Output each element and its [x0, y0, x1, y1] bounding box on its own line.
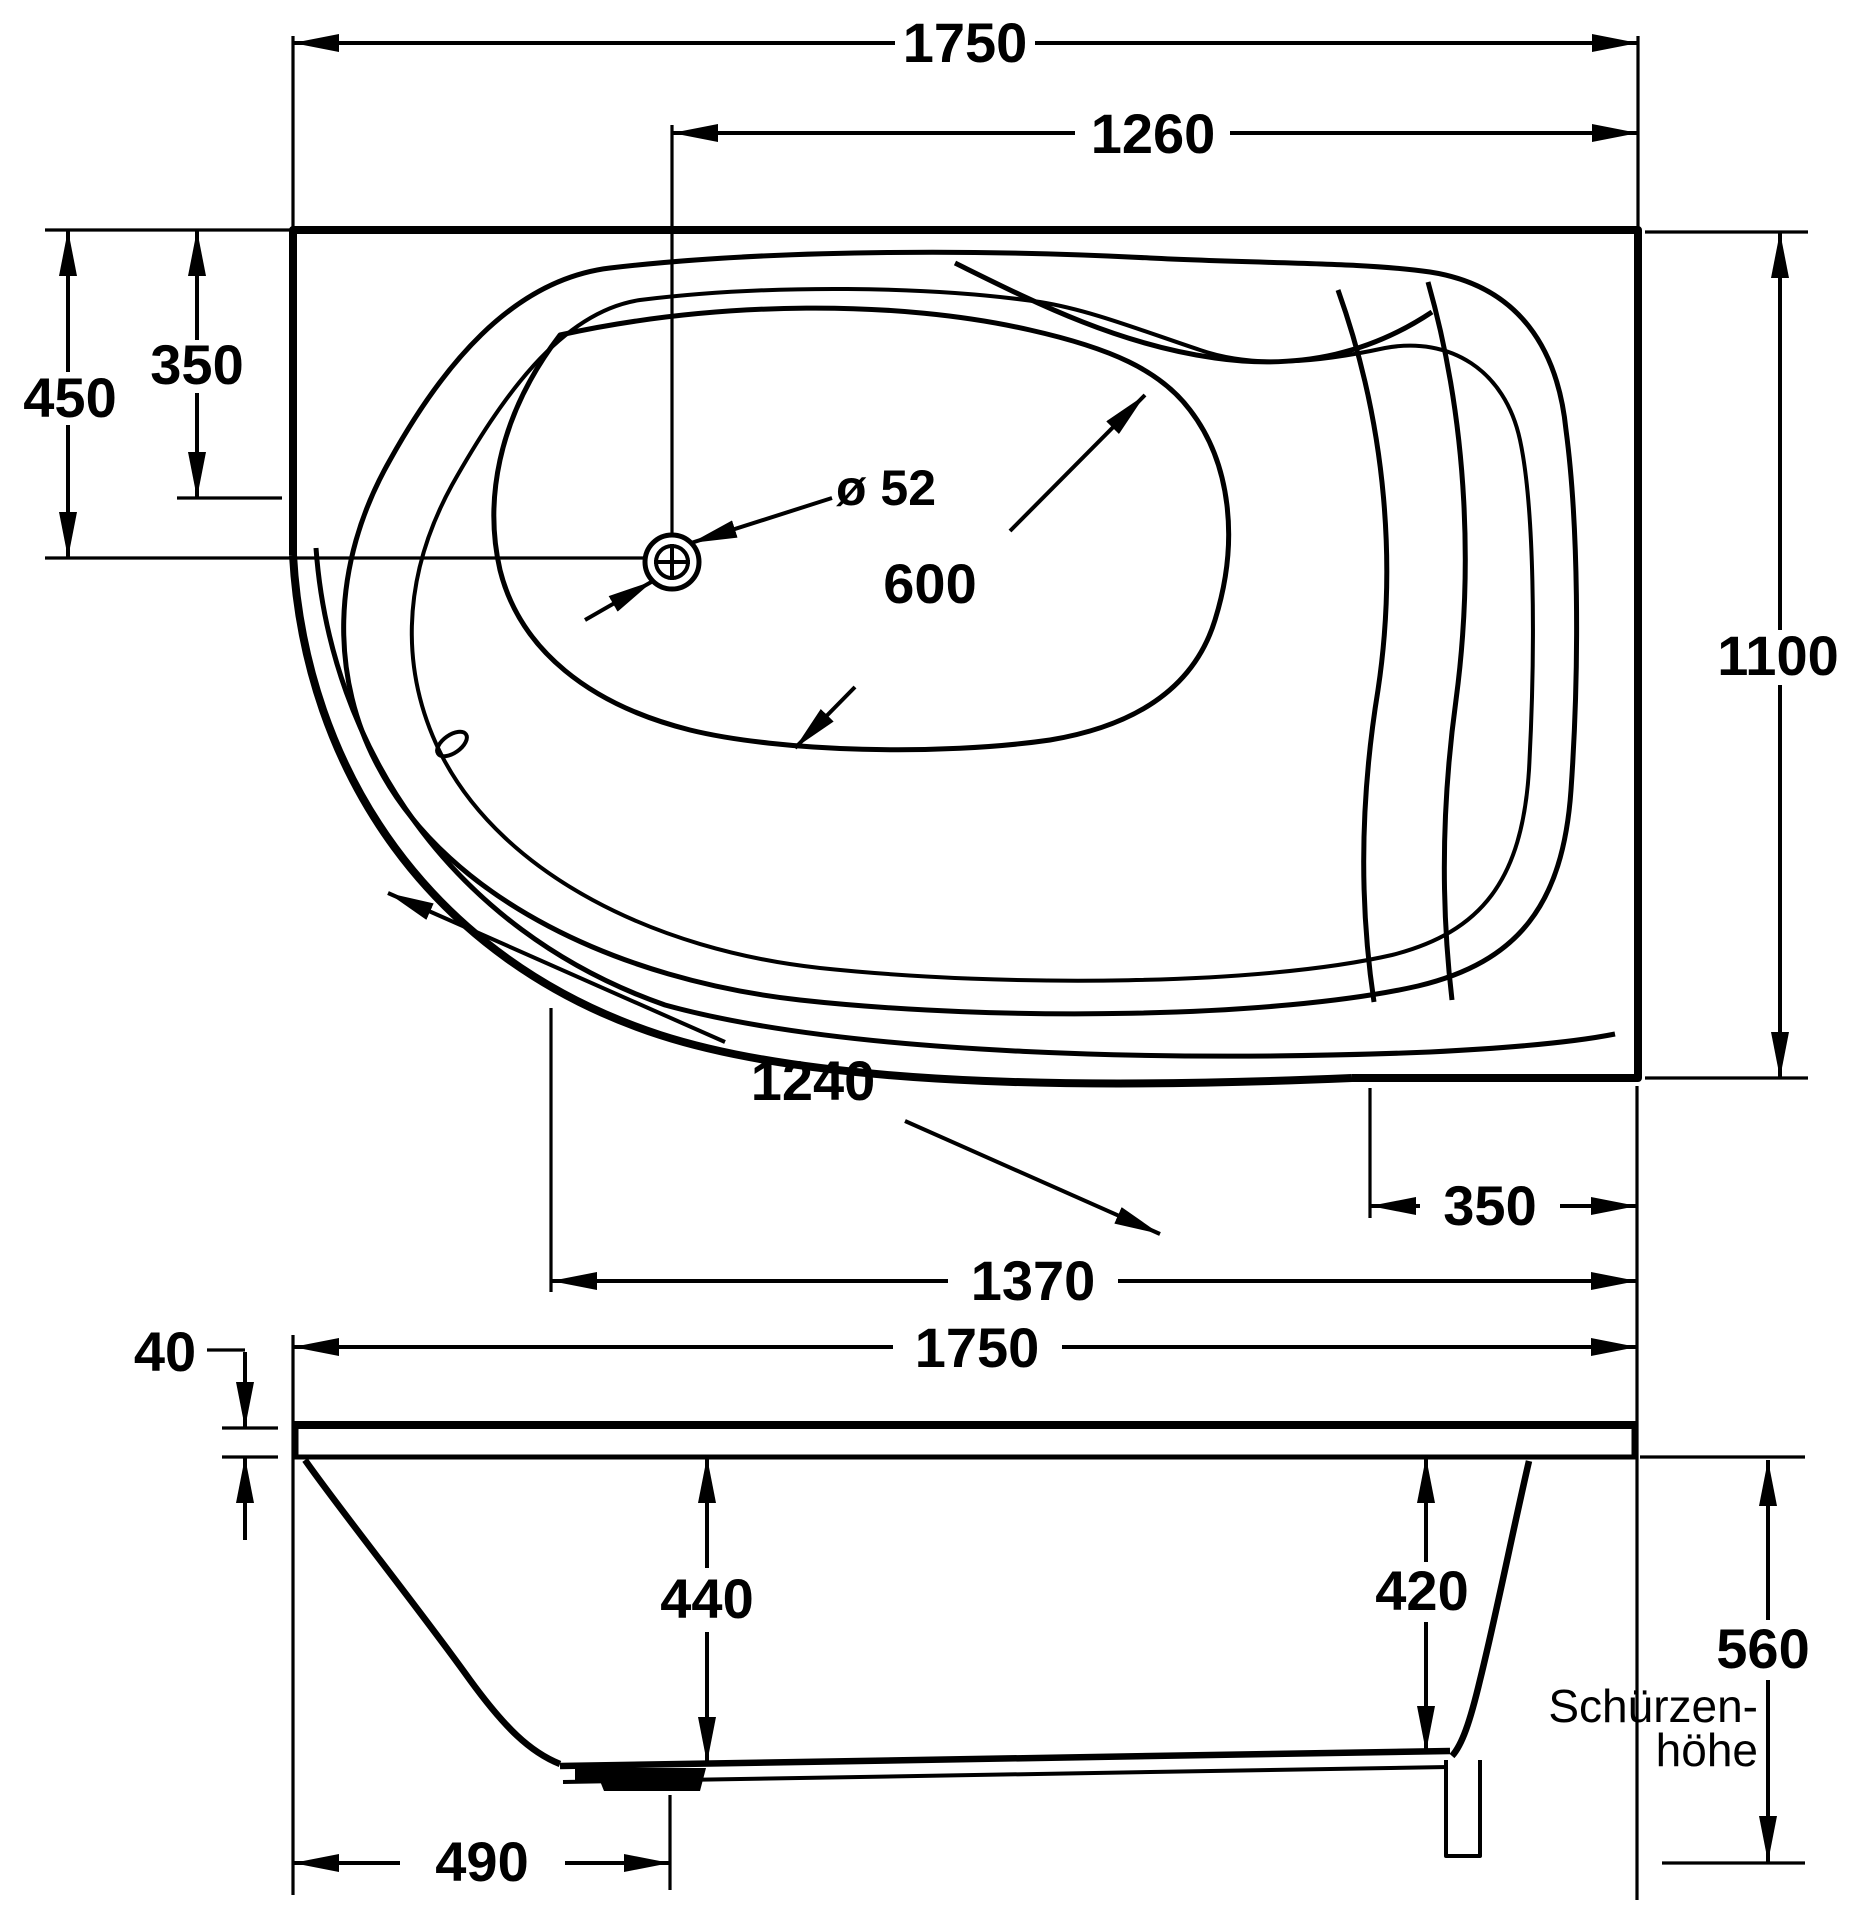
- dim-bottom-width-label: 1370: [971, 1249, 1096, 1312]
- dim-drain-diameter-label: ø 52: [836, 460, 936, 516]
- dim-overall-depth-label: 1100: [1717, 624, 1839, 687]
- dim-top-overall-width-label: 1750: [903, 11, 1028, 74]
- seat-edge-line-right: [1425, 281, 1468, 1001]
- dim-drain-offset-label: 490: [435, 1830, 528, 1893]
- dim-front-overall-width-label: 1750: [915, 1316, 1040, 1379]
- dim-left-inner-depth: 350: [150, 230, 244, 498]
- dim-right-bottom-width: 350: [1370, 1174, 1637, 1237]
- apron-height-note-line2: höhe: [1656, 1724, 1758, 1776]
- dim-inner-rim-width-label: 1260: [1091, 102, 1216, 165]
- leader-line: [690, 496, 833, 545]
- dim-top-overall-width: 1750: [293, 11, 1638, 74]
- dim-inner-depth-right: 420: [1375, 1457, 1469, 1752]
- dim-front-overall-width: 1750: [293, 1316, 1637, 1379]
- dim-apron-height: 560 Schürzen- höhe: [1548, 1460, 1810, 1862]
- dim-rim-thickness-label: 40: [134, 1320, 196, 1383]
- dim-corner-diagonal: 1240: [387, 891, 1161, 1236]
- top-view-corner-outer-curve: [289, 554, 1353, 1088]
- headrest-wave-line: [953, 260, 1434, 365]
- leader-line: [584, 579, 654, 622]
- dim-apron-height-label: 560: [1716, 1617, 1809, 1680]
- dim-left-inner-depth-label: 350: [150, 333, 243, 396]
- overflow-hole-icon: [435, 729, 469, 759]
- apron-height-note-line1: Schürzen-: [1548, 1680, 1758, 1732]
- dim-seat-diagonal-label: 600: [883, 552, 976, 615]
- dim-left-edge-depth-label: 450: [23, 366, 116, 429]
- tub-rim-outer-contour: [341, 249, 1580, 1017]
- dim-inner-depth-left: 440: [660, 1457, 754, 1763]
- front-view: 1750 40 440 420 560 Schürzen- höhe: [134, 1316, 1810, 1895]
- tub-rim-inner-contour: [409, 286, 1535, 983]
- dim-left-edge-depth: 450: [23, 230, 117, 558]
- front-floor-upper-line: [559, 1747, 1451, 1770]
- dim-right-bottom-width-label: 350: [1443, 1174, 1536, 1237]
- dim-inner-rim-width: 1260: [672, 102, 1638, 165]
- dim-line: [904, 1119, 1161, 1236]
- dim-rim-thickness: 40: [134, 1320, 254, 1540]
- front-right-wall: [1449, 1460, 1533, 1759]
- dim-bottom-width: 1370: [551, 1249, 1637, 1312]
- front-drain-fitting: [575, 1768, 706, 1791]
- dim-drain-diameter: ø 52: [584, 460, 936, 622]
- dim-drain-offset: 490: [293, 1830, 670, 1893]
- dim-line: [793, 685, 857, 750]
- dim-corner-diagonal-label: 1240: [751, 1049, 876, 1112]
- dim-seat-diagonal: 600: [793, 393, 1147, 750]
- drain-symbol-icon: [642, 532, 702, 592]
- drain-cross: [654, 544, 690, 580]
- dim-line: [1008, 393, 1147, 533]
- front-view-extension-lines: [207, 1335, 1805, 1895]
- seat-edge-line-left: [1335, 289, 1390, 1003]
- basin-floor-contour: [491, 305, 1232, 753]
- top-view: 1750 1260 450 350 ø 52: [23, 11, 1839, 1900]
- dim-inner-depth-right-label: 420: [1375, 1559, 1468, 1622]
- front-left-wall: [302, 1458, 562, 1768]
- dim-line: [387, 891, 726, 1044]
- dim-inner-depth-left-label: 440: [660, 1567, 753, 1630]
- front-floor-lower-line: [562, 1765, 1449, 1784]
- front-right-foot: [1444, 1760, 1482, 1858]
- dim-overall-depth: 1100: [1717, 232, 1839, 1078]
